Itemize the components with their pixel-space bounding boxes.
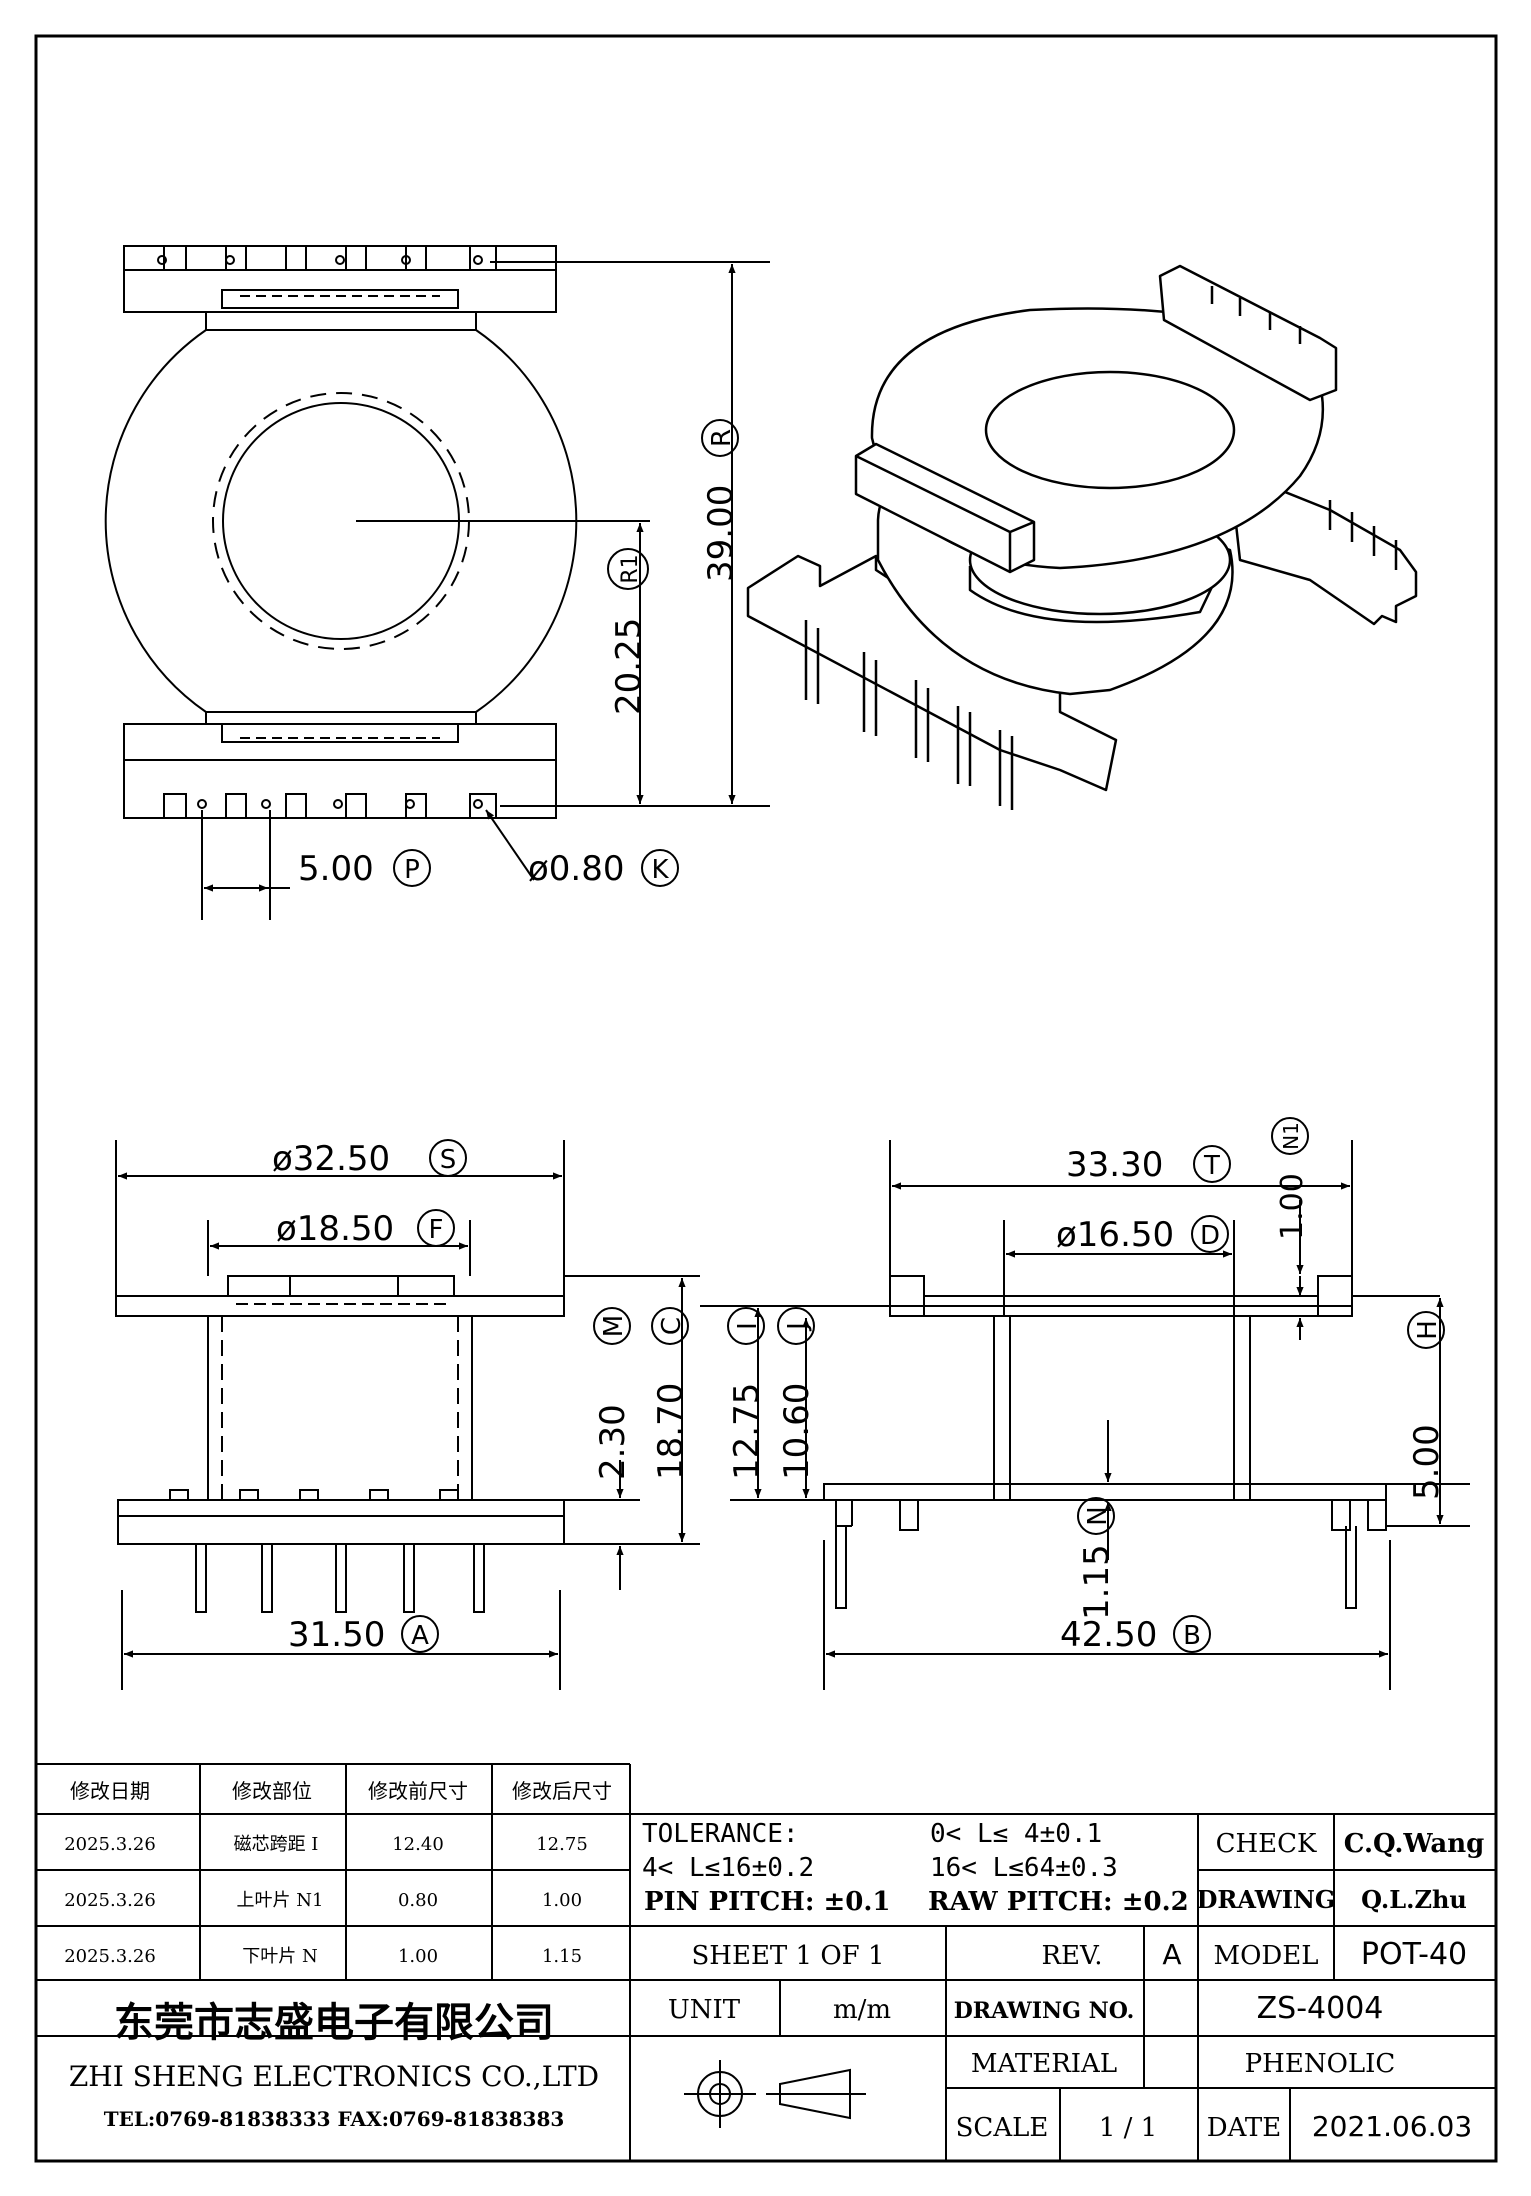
rev-row3-after: 1.15 xyxy=(542,1946,582,1967)
dim-A-letter: A xyxy=(411,1621,429,1651)
company-name-cn: 东莞市志盛电子有限公司 xyxy=(114,2000,554,2046)
drawing-value: Q.L.Zhu xyxy=(1361,1885,1467,1914)
company-name-en: ZHI SHENG ELECTRONICS CO.,LTD xyxy=(69,2060,599,2093)
dim-N1-letter: N1 xyxy=(1279,1122,1303,1150)
tolerance-label: TOLERANCE: xyxy=(642,1819,799,1849)
tolerance-range-2: 4< L≤16±0.2 xyxy=(642,1853,814,1883)
dim-N1-value: 1.00 xyxy=(1275,1173,1310,1240)
model-label: MODEL xyxy=(1213,1941,1318,1971)
drawing-no-label: DRAWING NO. xyxy=(954,1998,1135,2024)
rev-row1-part: 磁芯跨距 I xyxy=(234,1834,319,1855)
top-view xyxy=(104,245,770,920)
model-value: POT-40 xyxy=(1361,1937,1467,1972)
unit-label: UNIT xyxy=(668,1995,741,2025)
dim-M-letter: M xyxy=(599,1315,629,1337)
raw-pitch: RAW PITCH: ±0.2 xyxy=(928,1887,1189,1917)
rev-label: REV. xyxy=(1041,1941,1102,1971)
rev-header-date: 修改日期 xyxy=(70,1779,150,1803)
tolerance-range-1: 0< L≤ 4±0.1 xyxy=(930,1819,1102,1849)
rev-header-before: 修改前尺寸 xyxy=(368,1779,468,1803)
date-value: 2021.06.03 xyxy=(1312,2110,1472,2143)
check-value: C.Q.Wang xyxy=(1344,1829,1485,1859)
dim-H-letter: H xyxy=(1413,1320,1443,1340)
isometric-view xyxy=(746,264,1418,810)
revision-table xyxy=(36,1763,1496,2161)
dim-R-line xyxy=(204,264,736,892)
dim-R1-letter: R1 xyxy=(618,554,643,583)
rev-row2-part: 上叶片 N1 xyxy=(237,1890,324,1911)
material-value: PHENOLIC xyxy=(1245,2049,1396,2079)
rev-header-after: 修改后尺寸 xyxy=(512,1779,612,1803)
rev-row1-after: 12.75 xyxy=(536,1834,588,1855)
drawing-no-value: ZS-4004 xyxy=(1257,1991,1384,2026)
dim-M-value: 2.30 xyxy=(593,1404,633,1480)
unit-value: m/m xyxy=(833,1995,891,2025)
projection-symbol-icon xyxy=(684,2060,866,2128)
dim-P-letter: P xyxy=(404,855,420,885)
rev-row2-date: 2025.3.26 xyxy=(64,1890,156,1911)
outer-border xyxy=(34,34,1498,2163)
front-view xyxy=(115,1140,700,1690)
rev-value: A xyxy=(1162,1938,1181,1971)
rev-row3-part: 下叶片 N xyxy=(242,1946,317,1967)
sheet-info: SHEET 1 OF 1 xyxy=(691,1941,884,1971)
rev-row3-date: 2025.3.26 xyxy=(64,1946,156,1967)
dim-T-letter: T xyxy=(1203,1151,1220,1181)
dim-J-letter: J xyxy=(783,1322,813,1332)
rev-row2-after: 1.00 xyxy=(542,1890,582,1911)
rev-row1-date: 2025.3.26 xyxy=(64,1834,156,1855)
dim-I-letter: I xyxy=(733,1322,763,1330)
dim-S-letter: S xyxy=(440,1145,457,1175)
dim-K-value: ø0.80 xyxy=(528,849,625,889)
dim-N-value: 1.15 xyxy=(1077,1544,1117,1620)
dim-I-value: 12.75 xyxy=(727,1383,767,1480)
scale-value: 1 / 1 xyxy=(1099,2113,1157,2143)
dim-S-value: ø32.50 xyxy=(272,1139,390,1179)
material-label: MATERIAL xyxy=(971,2049,1117,2079)
dim-J-value: 10.60 xyxy=(777,1383,817,1480)
dim-R-value: 39.00 xyxy=(701,485,741,582)
side-view xyxy=(700,1140,1470,1690)
dim-P-value: 5.00 xyxy=(298,849,374,889)
dim-N-letter: N xyxy=(1083,1506,1113,1525)
dim-H-value: 5.00 xyxy=(1407,1424,1447,1500)
dim-B-letter: B xyxy=(1183,1621,1201,1651)
check-label: CHECK xyxy=(1216,1829,1317,1859)
dim-A-value: 31.50 xyxy=(288,1615,385,1655)
rev-row1-before: 12.40 xyxy=(392,1834,444,1855)
dim-D-value: ø16.50 xyxy=(1056,1215,1174,1255)
tolerance-range-3: 16< L≤64±0.3 xyxy=(930,1853,1118,1883)
rev-row2-before: 0.80 xyxy=(398,1890,438,1911)
drawing-label: DRAWING xyxy=(1197,1885,1336,1914)
dim-R-letter: R xyxy=(707,429,737,447)
rev-header-part: 修改部位 xyxy=(232,1779,312,1803)
dim-C-letter: C xyxy=(657,1317,687,1335)
rev-row3-before: 1.00 xyxy=(398,1946,438,1967)
dim-C-value: 18.70 xyxy=(651,1383,691,1480)
dim-R1-value: 20.25 xyxy=(609,618,649,715)
date-label: DATE xyxy=(1207,2113,1282,2143)
scale-label: SCALE xyxy=(956,2113,1049,2143)
dim-B-value: 42.50 xyxy=(1060,1615,1157,1655)
dim-F-value: ø18.50 xyxy=(276,1209,394,1249)
dim-F-letter: F xyxy=(429,1215,444,1245)
dim-T-value: 33.30 xyxy=(1066,1145,1163,1185)
title-block-grid xyxy=(36,1813,1496,2161)
company-contact: TEL:0769-81838333 FAX:0769-81838383 xyxy=(104,2107,565,2131)
front-view-dims xyxy=(118,1172,686,1658)
dim-D-letter: D xyxy=(1200,1221,1220,1251)
dim-K-letter: K xyxy=(651,855,669,885)
pin-pitch: PIN PITCH: ±0.1 xyxy=(644,1887,891,1917)
